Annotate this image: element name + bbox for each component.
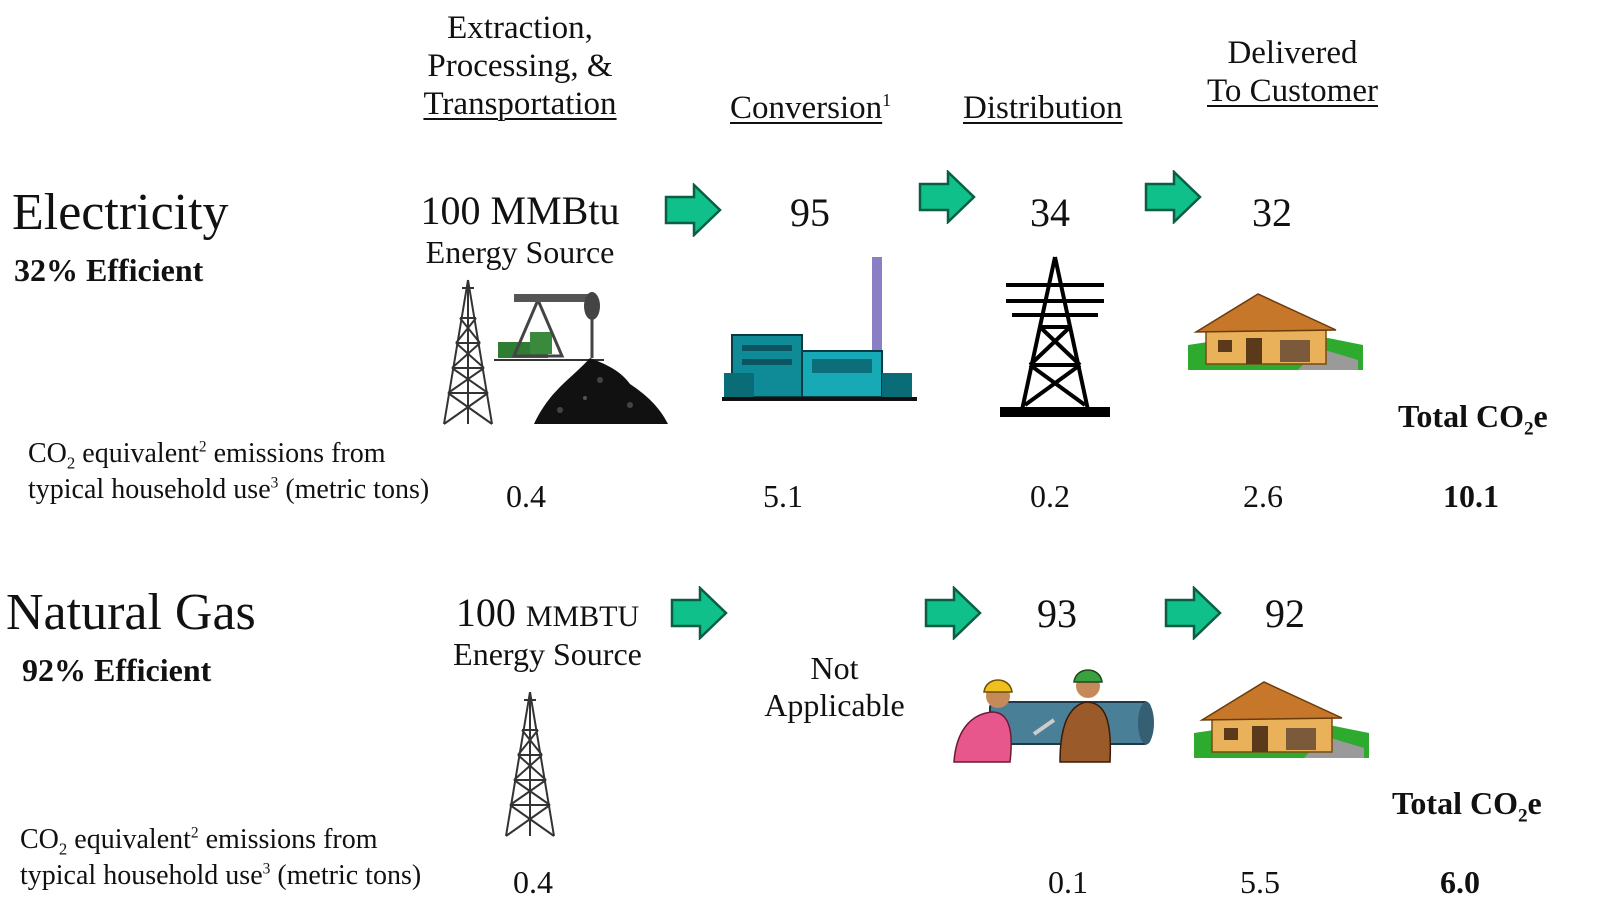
arrow-icon xyxy=(664,183,722,237)
natural-gas-emissions-label: CO2 equivalent2 emissions from typical h… xyxy=(20,824,422,892)
electricity-source: 100 MMBtu Energy Source xyxy=(420,188,620,270)
natural-gas-emission-distribution: 0.1 xyxy=(1048,864,1088,900)
arrow-icon xyxy=(1144,170,1202,224)
natural-gas-conversion-na: Not Applicable xyxy=(764,650,905,723)
arrow-icon xyxy=(924,586,982,640)
electricity-total-label: Total CO2e xyxy=(1398,398,1548,440)
header-extraction: Extraction, Processing, & Transportation xyxy=(423,10,617,122)
electricity-delivered-value: 32 xyxy=(1252,190,1292,235)
oil-derrick-icon xyxy=(505,691,555,837)
natural-gas-delivered-value: 92 xyxy=(1265,591,1305,636)
arrow-icon xyxy=(1164,586,1222,640)
natural-gas-total-label: Total CO2e xyxy=(1392,785,1542,827)
electricity-emission-conversion: 5.1 xyxy=(763,478,803,514)
electricity-emission-total: 10.1 xyxy=(1443,478,1499,514)
gas-workers-icon xyxy=(953,669,1154,763)
natural-gas-source: 100 MMBTU Energy Source xyxy=(453,590,642,672)
header-conversion: Conversion1 xyxy=(730,90,892,126)
electricity-title: Electricity xyxy=(12,184,229,241)
house-icon xyxy=(1194,681,1369,758)
electricity-emission-distribution: 0.2 xyxy=(1030,478,1070,514)
electricity-efficiency: 32% Efficient xyxy=(14,252,204,288)
electricity-conversion-value: 95 xyxy=(790,190,830,235)
pumpjack-icon xyxy=(494,292,604,361)
power-plant-icon xyxy=(722,257,917,401)
electricity-emission-extraction: 0.4 xyxy=(506,478,546,514)
natural-gas-emission-extraction: 0.4 xyxy=(513,864,553,900)
natural-gas-distribution-value: 93 xyxy=(1037,591,1077,636)
coal-pile-icon xyxy=(534,358,668,424)
natural-gas-title: Natural Gas xyxy=(6,584,256,641)
natural-gas-emission-total: 6.0 xyxy=(1440,864,1480,900)
electricity-distribution-value: 34 xyxy=(1030,190,1070,235)
arrow-icon xyxy=(670,586,728,640)
arrow-icon xyxy=(918,170,976,224)
transmission-tower-icon xyxy=(1000,256,1110,417)
oil-derrick-icon xyxy=(443,279,493,425)
electricity-emissions-label: CO2 equivalent2 emissions from typical h… xyxy=(28,438,430,506)
header-delivered: Delivered To Customer xyxy=(1207,35,1378,109)
header-distribution: Distribution xyxy=(963,90,1123,126)
house-icon xyxy=(1188,293,1363,370)
electricity-emission-delivered: 2.6 xyxy=(1243,478,1283,514)
natural-gas-emission-delivered: 5.5 xyxy=(1240,864,1280,900)
natural-gas-efficiency: 92% Efficient xyxy=(22,652,212,688)
